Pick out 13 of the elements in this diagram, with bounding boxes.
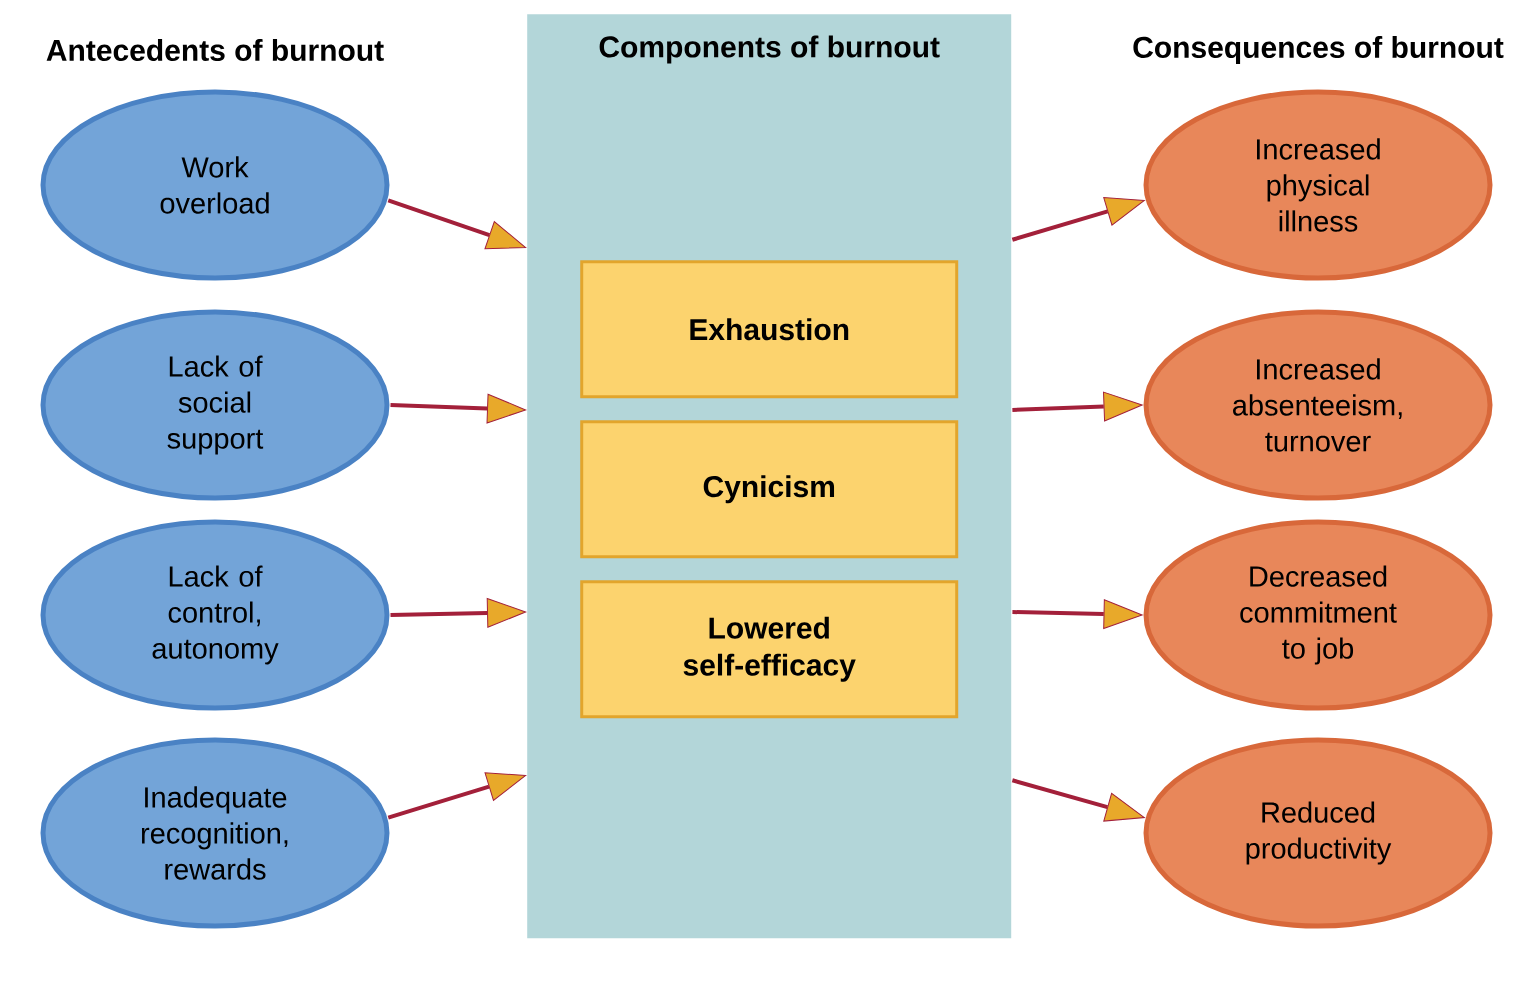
column-heading: Antecedents of burnout [46, 39, 384, 62]
column-heading: Consequences of burnout [1133, 36, 1504, 64]
arrow [1011, 778, 1145, 822]
arrow [390, 393, 527, 424]
arrow [1012, 391, 1143, 422]
component-box: Exhaustion [580, 260, 959, 399]
arrow [387, 198, 527, 250]
arrow [1012, 599, 1143, 629]
arrow [390, 597, 527, 628]
component-box: Cynicism [580, 420, 959, 559]
arrow [387, 772, 527, 820]
arrow [1011, 197, 1145, 242]
component-box: Lowered self-efficacy [580, 580, 959, 719]
